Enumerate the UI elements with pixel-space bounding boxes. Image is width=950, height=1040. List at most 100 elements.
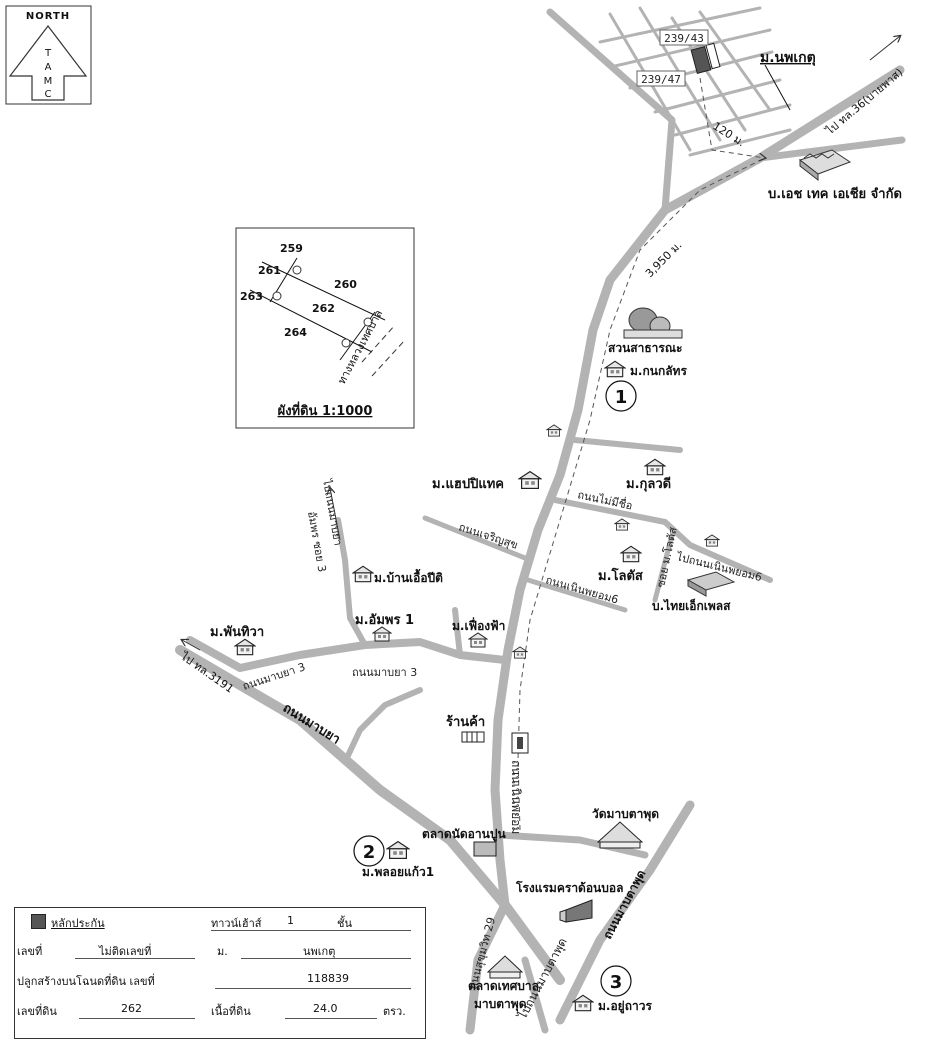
north-title: NORTH	[26, 11, 70, 22]
legend-village-value: นพเกตุ	[303, 945, 336, 958]
house-icon-small-3	[704, 534, 720, 547]
village-amphon: ม.อัมพร 1	[355, 613, 414, 628]
road-mabtaphut	[555, 800, 695, 1025]
legend-area-label: เนื้อที่ดิน	[211, 1005, 251, 1018]
village-ban-eua: ม.บ้านเอื้อปีติ	[374, 568, 443, 585]
legend-village-label: ม.	[217, 945, 228, 958]
house-icon-kanok	[604, 360, 626, 378]
legend-row-collateral: หลักประกัน ทาวน์เฮ้าส์ 1 ชั้น	[15, 910, 425, 931]
label-temple: วัดมาบตาพุด	[592, 807, 659, 822]
land-plan-inset: 259 261 260 263 262 264 ทางหลวงเทศบาล ผั…	[235, 227, 415, 429]
collateral-swatch	[31, 914, 46, 929]
company-thai: บ.ไทยเอ็กเพลส	[652, 598, 731, 613]
label-road-noenphayom: ถนนเนินพยอม	[509, 760, 523, 834]
legend-building: ทาวน์เฮ้าส์	[211, 917, 262, 930]
legend-area-unit: ตรว.	[383, 1005, 406, 1018]
label-hotel: โรงแรมคราด้อนบอล	[515, 880, 623, 895]
label-park: สวนสาธารณะ	[608, 341, 682, 355]
village-phanthiwa: ม.พันทิวา	[210, 625, 264, 640]
road-to-temple	[496, 831, 649, 859]
label-market-nat: ตลาดนัดอานปูน	[422, 827, 506, 842]
legend-underline-1	[211, 930, 411, 931]
legend-underline-4	[215, 988, 411, 989]
svg-text:3: 3	[610, 972, 623, 993]
factory-icon	[798, 149, 852, 182]
route-line-upper	[699, 77, 765, 158]
soi-lotus-road	[652, 532, 675, 603]
road-mabya	[175, 645, 565, 985]
legend-underline-3	[241, 958, 411, 959]
arrow-to-36	[869, 36, 900, 61]
road-sukhumvit29	[465, 900, 510, 1035]
road-fuengfa	[452, 607, 463, 658]
arrow-to-mabya	[330, 488, 341, 541]
legend-collateral-label: หลักประกัน	[51, 917, 105, 930]
house-icon-lotus	[620, 545, 642, 563]
marker-1: 1	[605, 380, 637, 412]
plot-263: 263	[240, 290, 263, 303]
house-icon-happy	[518, 470, 542, 490]
legend-deed-value: 118839	[307, 972, 349, 985]
legend-no-label: เลขที่	[17, 945, 43, 958]
marker-2: 2	[353, 835, 385, 867]
market-icon	[473, 841, 497, 857]
legend-row-deed: ปลูกสร้างบนโฉนดที่ดิน เลขที่ 118839	[15, 968, 425, 989]
road-loop	[342, 687, 423, 765]
house-icon-small-4	[512, 646, 528, 659]
label-market-muni: ตลาดเทศบาล	[468, 979, 539, 993]
plot-260: 260	[334, 278, 357, 291]
label-leader	[764, 64, 791, 111]
gas-station-icon	[511, 732, 529, 754]
road-network	[175, 6, 906, 1035]
svg-text:1: 1	[615, 387, 628, 408]
village-lotus: ม.โลตัส	[598, 567, 643, 584]
shop-icon	[461, 731, 485, 743]
marker-3: 3	[600, 965, 632, 997]
svg-text:239/47: 239/47	[641, 73, 681, 86]
north-letter-m: M	[44, 76, 53, 87]
north-arrow: NORTH T A M C	[5, 5, 92, 105]
route-line	[517, 157, 766, 831]
house-icon-phanthiwa	[234, 638, 256, 656]
legend-box: หลักประกัน ทาวน์เฮ้าส์ 1 ชั้น เลขที่ ไม่…	[14, 907, 426, 1039]
road-amphon	[335, 517, 368, 648]
legend-land-no-value: 262	[121, 1002, 142, 1015]
house-icon-kulawadee	[644, 458, 666, 476]
road-to-nopphakhet	[546, 8, 676, 214]
north-letter-c: C	[45, 89, 52, 100]
legend-floors: 1	[287, 914, 294, 927]
village-phloy: ม.พลอยแก้ว1	[362, 865, 434, 879]
plot-259: 259	[280, 242, 303, 255]
road-east-branch	[756, 136, 906, 162]
distance-3950: 3,950 ม.	[643, 239, 685, 281]
plot-261: 261	[258, 264, 281, 277]
house-icon-ban-eua	[352, 565, 374, 583]
park-icon	[623, 307, 683, 339]
legend-row-land: เลขที่ดิน 262 เนื้อที่ดิน 24.0 ตรว.	[15, 998, 425, 1019]
market-muni-icon	[486, 955, 524, 979]
road-market	[521, 956, 549, 1034]
plot-262: 262	[312, 302, 335, 315]
label-road-mabya: ถนนมาบยา	[280, 701, 343, 748]
company-htech: บ.เอช เทค เอเชีย จำกัด	[768, 186, 902, 202]
village-fuengfa: ม.เฟื่องฟ้า	[452, 617, 505, 633]
road-noenphayom6	[525, 577, 628, 613]
road-charoensuk	[422, 515, 533, 563]
house-icon-phloy	[386, 840, 410, 860]
label-to-36: ไป ทล.36(บายพาส)	[823, 66, 906, 138]
label-market-muni2: มาบตาพุด	[474, 997, 527, 1012]
village-nopphakhet: ม.นพเกตุ	[760, 50, 816, 66]
svg-text:239/43: 239/43	[664, 32, 704, 45]
plot-264: 264	[284, 326, 307, 339]
arrow-to-3191	[182, 640, 201, 651]
legend-floors-unit: ชั้น	[337, 917, 352, 930]
label-shop: ร้านค้า	[446, 714, 485, 730]
house-icon-small-2	[614, 518, 630, 531]
village-kanok: ม.กนกลัทร	[630, 364, 687, 378]
legend-no-value: ไม่ติดเลขที่	[99, 945, 152, 958]
legend-underline-6	[285, 1018, 377, 1019]
temple-icon	[596, 821, 644, 849]
label-to-mabya: ไปถนนมาบยา	[320, 477, 345, 546]
house-icon-fuengfa	[468, 632, 488, 648]
